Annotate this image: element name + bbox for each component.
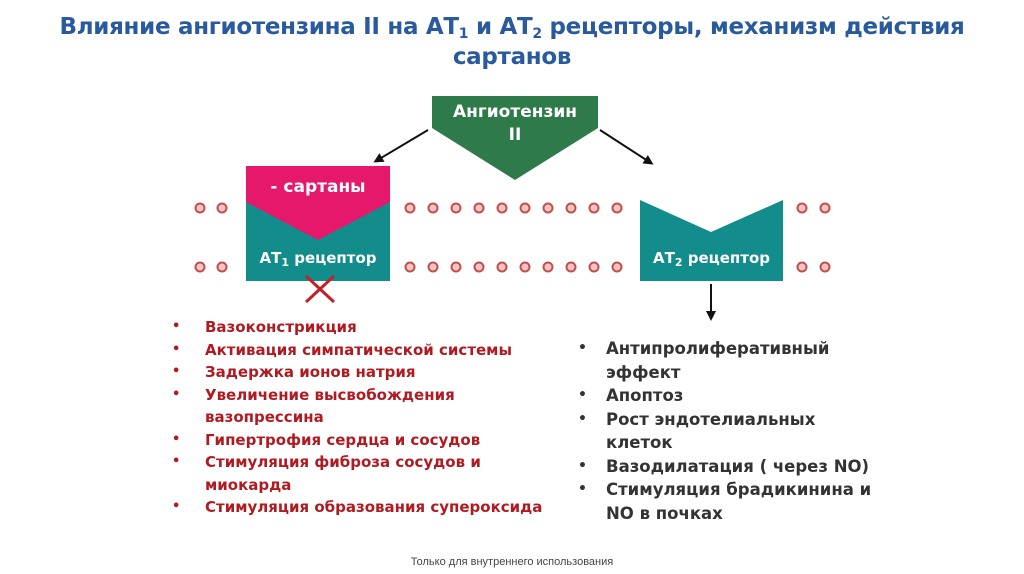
slide-title: Влияние ангиотензина II на АТ1 и АТ2 рец… <box>0 12 1024 72</box>
at1-receptor-label: АТ1 рецептор <box>246 248 390 268</box>
bullet-icon: • <box>578 387 587 403</box>
at2-effect-text: Апоптоз <box>606 386 684 405</box>
membrane-dot-icon <box>427 202 439 214</box>
bullet-icon: • <box>578 481 587 497</box>
bullet-icon: • <box>172 364 181 379</box>
membrane-dot-icon <box>473 261 485 273</box>
at1-effect-text: Активация симпатической системы <box>205 340 513 359</box>
angiotensin-line2: II <box>508 125 522 145</box>
at2-receptor-label: АТ2 рецептор <box>640 248 783 268</box>
membrane-dot-icon <box>796 261 808 273</box>
membrane-dot-icon <box>565 261 577 273</box>
membrane-dot-icon <box>216 261 228 273</box>
title-part2: и АТ <box>468 14 533 40</box>
title-sub1: 1 <box>458 26 469 42</box>
at2-effect-text: Стимуляция брадикинина и NO в почках <box>606 480 872 523</box>
membrane-dot-icon <box>819 202 831 214</box>
membrane-top-row <box>194 202 831 214</box>
membrane-bottom-row <box>194 261 831 273</box>
list-item: • Стимуляция брадикинина и NO в почках <box>578 478 896 525</box>
list-item: • Гипертрофия сердца и сосудов <box>172 429 552 452</box>
footer-note: Только для внутреннего использования <box>410 556 614 568</box>
at1-effect-text: Стимуляция образования супероксида <box>205 498 543 516</box>
title-part1: Влияние ангиотензина II на АТ <box>59 14 460 40</box>
membrane-dot-icon <box>796 202 808 214</box>
membrane-dot-icon <box>473 202 485 214</box>
at1-effect-text: Вазоконстрикция <box>205 318 357 336</box>
membrane-dot-icon <box>519 202 531 214</box>
membrane-dot-icon <box>519 261 531 273</box>
sartans-shape <box>246 166 390 240</box>
membrane-dot-icon <box>588 202 600 214</box>
bullet-icon: • <box>172 431 181 447</box>
angiotensin-line1: Ангиотензин <box>452 102 578 122</box>
title-sub2: 2 <box>532 26 542 42</box>
membrane-dot-icon <box>542 202 554 214</box>
list-item: • Стимуляция фиброза сосудов и миокарда <box>172 451 505 496</box>
at2-suffix: рецептор <box>682 249 771 267</box>
at2-receptor-shape <box>640 200 783 281</box>
title-part3: рецепторы, механизм действия <box>541 14 965 40</box>
at2-sub: 2 <box>674 256 683 269</box>
at1-effect-text: Стимуляция фиброза сосудов и миокарда <box>205 453 481 494</box>
bullet-icon: • <box>172 386 181 402</box>
at1-prefix: АТ <box>259 249 282 267</box>
arrow-left-down-icon <box>373 129 429 163</box>
at1-effect-text: Увеличение высвобождения вазопрессина <box>205 385 455 427</box>
cross-mark-icon <box>304 274 336 304</box>
bullet-icon: • <box>578 457 587 474</box>
membrane-dot-icon <box>194 202 206 214</box>
bullet-icon: • <box>578 410 587 427</box>
list-item: • Апоптоз <box>578 384 898 408</box>
list-item: • Активация симпатической системы <box>172 339 552 362</box>
list-item: • Стимуляция образования супероксида <box>172 496 552 519</box>
arrow-right-down-icon <box>599 129 654 165</box>
list-item: • Задержка ионов натрия <box>172 361 552 384</box>
bullet-icon: • <box>172 454 181 469</box>
at2-effects-list: • Антипролиферативный эффект • Апоптоз • Ро… <box>578 337 898 525</box>
membrane-dot-icon <box>427 261 439 273</box>
sartans-label: - сартаны <box>270 177 366 197</box>
membrane-dot-icon <box>404 261 416 273</box>
at2-effect-text: Вазодилатация ( через NO) <box>606 456 870 476</box>
bullet-icon: • <box>172 319 181 334</box>
at1-effect-text: Гипертрофия сердца и сосудов <box>205 430 481 449</box>
membrane-dot-icon <box>542 261 554 273</box>
membrane-dot-icon <box>404 202 416 214</box>
list-item: • Вазодилатация ( через NO) <box>578 455 898 479</box>
membrane-dot-icon <box>819 261 831 273</box>
list-item: • Антипролиферативный эффект <box>578 337 846 384</box>
list-item: • Вазоконстрикция <box>172 316 552 339</box>
at2-effect-text: Рост эндотелиальных клеток <box>606 409 816 453</box>
at1-effect-text: Задержка ионов натрия <box>205 363 416 381</box>
at2-effect-text: Антипролиферативный эффект <box>606 339 830 382</box>
membrane-dot-icon <box>588 261 600 273</box>
bullet-icon: • <box>172 341 181 357</box>
bullet-icon: • <box>578 340 587 356</box>
membrane-dot-icon <box>611 202 623 214</box>
list-item: • Рост эндотелиальных клеток <box>578 408 846 455</box>
bullet-icon: • <box>172 499 181 514</box>
membrane-dot-icon <box>216 202 228 214</box>
list-item: • Увеличение высвобождения вазопрессина <box>172 384 475 429</box>
membrane-dot-icon <box>496 202 508 214</box>
membrane-dot-icon <box>450 202 462 214</box>
title-line2: сартанов <box>452 44 572 70</box>
angiotensin-shape <box>432 96 598 180</box>
at2-prefix: АТ <box>652 249 675 267</box>
membrane-dot-icon <box>565 202 577 214</box>
at1-sub: 1 <box>281 256 289 269</box>
membrane-dot-icon <box>611 261 623 273</box>
membrane-dot-icon <box>450 261 462 273</box>
at1-effects-list: • Вазоконстрикция • Активация симпатическо… <box>172 316 552 519</box>
angiotensin-label: Ангиотензин II <box>432 101 598 147</box>
at1-suffix: рецептор <box>288 249 377 267</box>
membrane-dot-icon <box>496 261 508 273</box>
membrane-dot-icon <box>194 261 206 273</box>
